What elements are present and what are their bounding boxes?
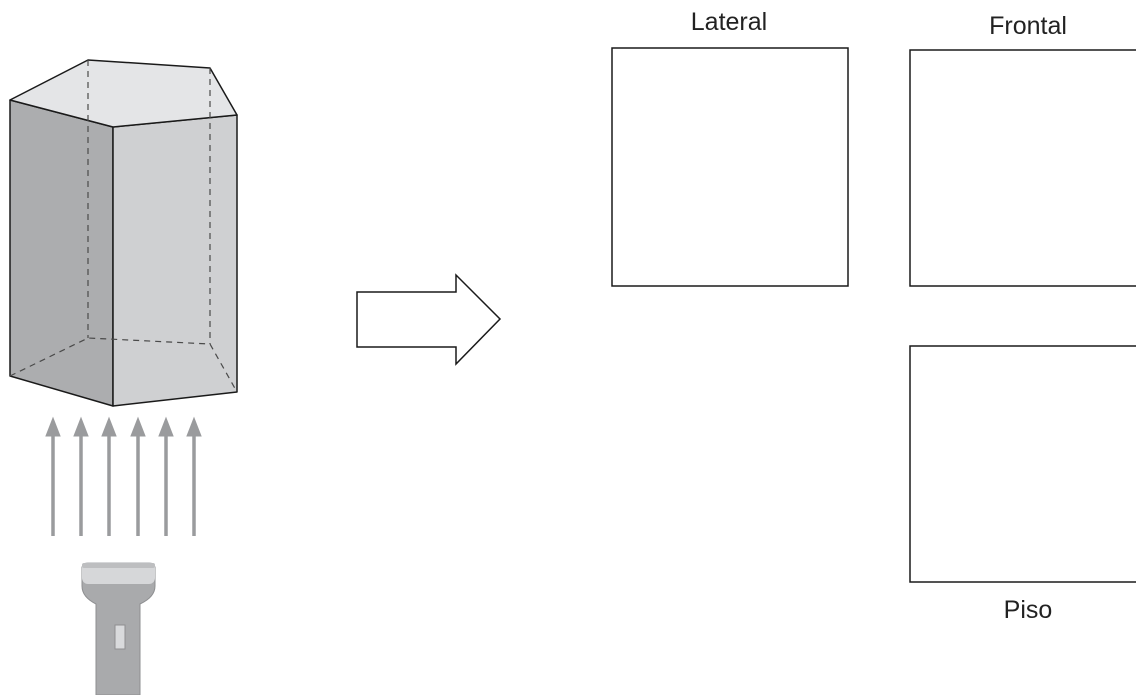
frontal-view-box: [909, 49, 1136, 287]
frontal-label: Frontal: [989, 12, 1067, 40]
right-arrow-icon: [356, 273, 502, 366]
pentagonal-prism-icon: [9, 59, 238, 407]
lateral-label: Lateral: [690, 8, 768, 36]
flashlight-icon: [81, 562, 156, 695]
piso-view-box: [909, 345, 1136, 583]
lateral-view-box: [611, 47, 849, 287]
piso-label: Piso: [1003, 596, 1053, 624]
light-ray-arrows: [45, 416, 202, 536]
